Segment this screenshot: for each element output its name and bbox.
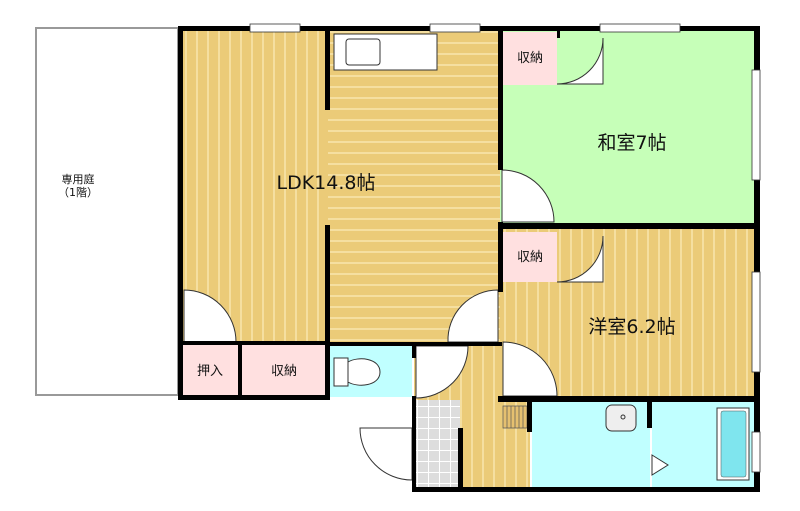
window — [751, 431, 761, 473]
wall — [412, 342, 416, 358]
wall — [325, 225, 330, 400]
door-swing-washitsu — [501, 169, 555, 223]
door-swing-entrance — [359, 427, 413, 481]
storage-youshitsu-floor — [503, 232, 557, 282]
window — [429, 23, 481, 33]
wall — [458, 428, 463, 488]
wall — [178, 395, 330, 400]
window — [249, 23, 301, 33]
wall — [527, 396, 532, 432]
storage-youshitsu-label: 収納 — [517, 250, 543, 265]
wall — [325, 30, 330, 110]
kitchen-sink — [345, 38, 381, 66]
wall — [498, 222, 503, 292]
youshitsu-label: 洋室6.2帖 — [588, 316, 675, 338]
wall — [178, 26, 183, 400]
oshiire-label: 押入 — [197, 364, 223, 379]
door-swing-youshitsu — [502, 341, 558, 397]
ldk-label: LDK14.8帖 — [277, 172, 376, 194]
window — [751, 69, 761, 181]
wall — [412, 487, 760, 492]
toilet-icon — [333, 357, 381, 387]
wall — [498, 30, 503, 170]
window — [599, 23, 681, 33]
storage-ldk-floor — [242, 344, 326, 398]
storage-washitsu-label: 収納 — [517, 51, 543, 66]
garden-note: （1階） — [58, 185, 98, 199]
storage-ldk-label: 収納 — [271, 364, 297, 379]
wall — [500, 223, 758, 229]
door-swing-ldk-south — [447, 289, 499, 343]
wall — [647, 396, 652, 428]
washitsu-label: 和室7帖 — [597, 132, 666, 154]
wall — [182, 341, 330, 345]
genkan-floor — [416, 400, 460, 488]
wall — [557, 30, 560, 38]
wall — [754, 26, 760, 492]
door-swing-storage-youshitsu — [556, 235, 604, 283]
garden-label: 専用庭 — [62, 172, 95, 186]
door-swing-storage-washitsu — [556, 37, 604, 85]
door-swing-toilet — [415, 345, 469, 399]
door-triangle — [651, 454, 669, 476]
private-garden — [35, 27, 179, 396]
door-swing-ldk-west — [183, 289, 237, 343]
storage-washitsu-floor — [503, 32, 557, 85]
bathtub-water — [720, 410, 747, 478]
stairs-icon — [502, 405, 528, 429]
ldk-floor-right — [328, 30, 500, 342]
drain-icon — [620, 414, 626, 420]
ldk-floor-left — [182, 30, 328, 342]
oshiire-floor — [182, 344, 238, 398]
wall — [498, 396, 758, 402]
wall — [412, 396, 416, 492]
window — [751, 271, 761, 373]
wall — [238, 341, 242, 398]
